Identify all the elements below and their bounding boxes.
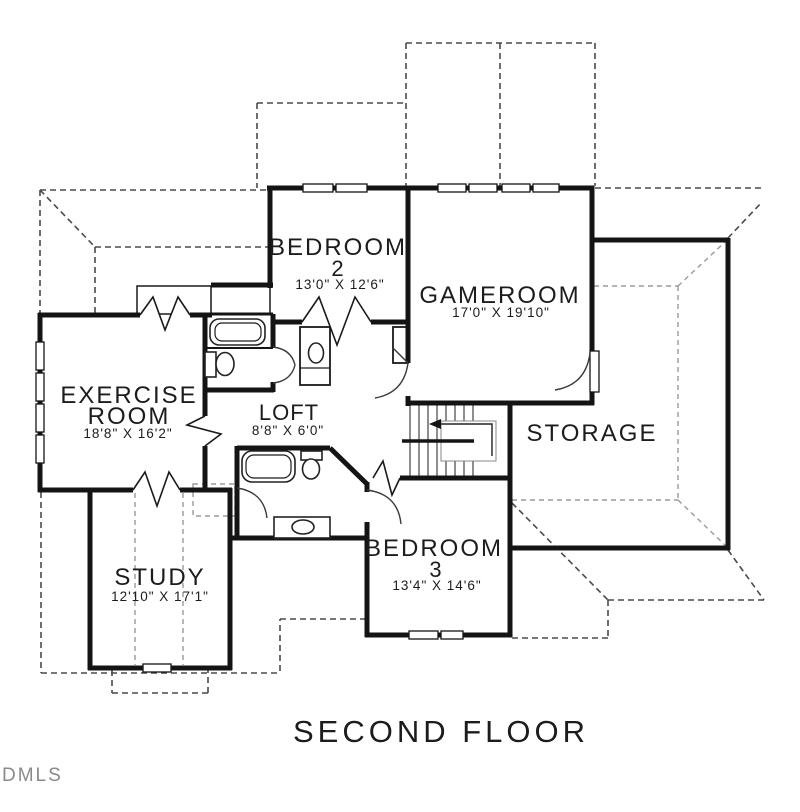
toilet-icon (301, 458, 321, 480)
door-jamb (589, 350, 600, 393)
window (532, 183, 560, 193)
sink-icon (307, 342, 325, 364)
bathtub-icon (241, 450, 296, 483)
room-dims-gameroom: 17'0" X 19'10" (452, 305, 550, 320)
toilet-tank-icon (204, 351, 217, 378)
room-label-bedroom3-number: 3 (429, 557, 442, 582)
room-label-exercise-2: ROOM (88, 403, 171, 430)
room-label-bedroom2: BEDROOM (269, 234, 407, 261)
sink-icon (291, 519, 315, 535)
bath-fixtures (204, 318, 331, 539)
stair-direction-arrow (429, 419, 441, 429)
doors (236, 346, 591, 525)
window (35, 372, 45, 402)
bathtub-icon (209, 318, 266, 346)
watermark: DMLS (2, 765, 63, 786)
roof-outline-dashed (39, 42, 765, 694)
windows (35, 183, 600, 673)
room-label-bedroom3: BEDROOM (365, 535, 503, 562)
room-labels: BEDROOM 2 13'0" X 12'6" GAMEROOM 17'0" X… (60, 234, 658, 604)
toilet-icon (215, 351, 235, 377)
room-label-study: STUDY (114, 564, 205, 591)
room-dims-exercise: 18'8" X 16'2" (83, 426, 172, 441)
closet-shelf-band (136, 285, 271, 315)
window (437, 183, 467, 193)
window (468, 183, 498, 193)
window (501, 183, 531, 193)
window (142, 663, 172, 673)
room-dims-study: 12'10" X 17'1" (111, 589, 209, 604)
window (440, 630, 464, 640)
room-dims-bedroom3: 13'4" X 14'6" (392, 578, 481, 593)
room-label-storage: STORAGE (527, 420, 658, 447)
room-label-bedroom2-number: 2 (331, 256, 344, 281)
room-label-gameroom: GAMEROOM (419, 282, 580, 309)
room-label-exercise: EXERCISE (60, 382, 197, 409)
cased-openings (132, 295, 401, 509)
window (35, 403, 45, 433)
built-ins (136, 285, 409, 386)
bath1-vanity (299, 326, 331, 386)
window (35, 341, 45, 371)
plan-title: SECOND FLOOR (293, 714, 589, 749)
window (35, 434, 45, 464)
room-dims-bedroom2: 13'0" X 12'6" (295, 277, 384, 292)
window (302, 183, 334, 193)
room-label-loft: LOFT (259, 400, 319, 425)
window (335, 183, 368, 193)
room-dims-loft: 8'8" X 6'0" (252, 423, 324, 438)
staircase (402, 405, 497, 476)
window (408, 630, 439, 640)
